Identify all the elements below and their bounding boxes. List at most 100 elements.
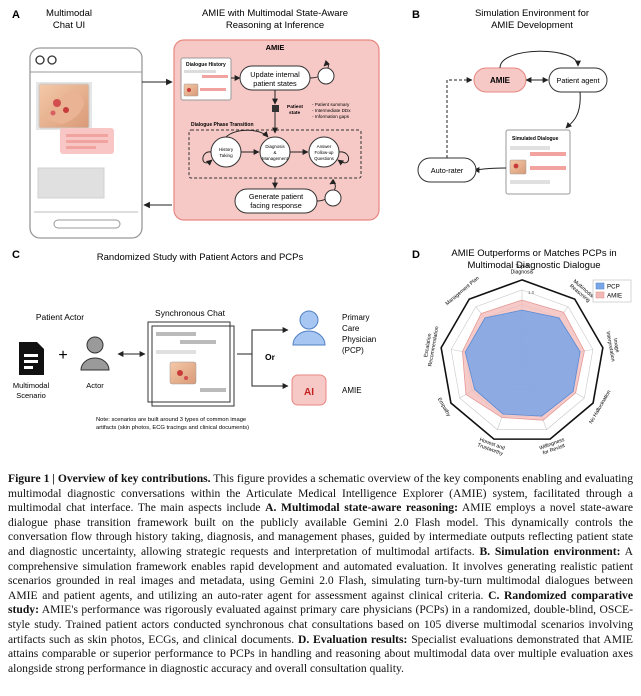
patient-agent-node: [548, 67, 608, 93]
patient-actor-label: Patient Actor: [36, 312, 84, 322]
patient-state-1: Patient: [287, 104, 303, 110]
phase-1-line-0: History: [219, 147, 234, 152]
radar-axis-label: MultimodalReasoning: [568, 279, 595, 304]
actor-person-icon: [80, 336, 110, 371]
auto-rater-label: Auto-rater: [431, 166, 464, 175]
panel-a: A Multimodal Chat UI AMIE with Multimoda…: [12, 8, 380, 239]
radar-axis-label-line: Empathy: [436, 397, 452, 418]
radar-outer-frame: [440, 279, 604, 440]
pcp-person-icon: [292, 310, 326, 346]
panel-c-title: Randomized Study with Patient Actors and…: [97, 252, 304, 263]
caption-c-heading: C. Randomized comparative study:: [8, 588, 633, 617]
ai-badge: [291, 374, 327, 406]
patient-state-square: [272, 105, 279, 112]
radar-axis-label-line: Diagnosis: [511, 270, 534, 276]
caption-label: Figure 1 |: [8, 472, 58, 485]
amie-box-label: AMIE: [266, 43, 285, 52]
panel-c-letter: C: [12, 249, 20, 261]
radar-axis-label-line: Top-3: [516, 264, 529, 270]
caption-a-heading: A. Multimodal state-aware reasoning:: [265, 501, 458, 515]
panel-d: D AMIE Outperforms or Matches PCPs in Mu…: [412, 248, 632, 457]
generate-1: Generate patient: [249, 192, 303, 201]
phase-transition-label: Dialogue Phase Transition: [191, 122, 254, 128]
figure-1: A Multimodal Chat UI AMIE with Multimoda…: [12, 8, 632, 457]
caption-intro: This figure provides a schematic overvie…: [8, 472, 633, 515]
caption-heading: Overview of key contributions.: [57, 472, 211, 485]
chat-ui-title-2: Chat UI: [53, 20, 85, 31]
radar-axis-label: Management Plan: [445, 275, 481, 307]
radar-axis-label: Honest andTrustworthy: [476, 437, 506, 457]
panel-b-title-2: AMIE Development: [491, 20, 573, 31]
caption-b-heading: B. Simulation environment:: [479, 544, 621, 558]
multimodal-scenario-1: Multimodal: [13, 381, 50, 390]
plus-sign: +: [58, 347, 67, 364]
figure-caption: Figure 1 | Overview of key contributions…: [8, 472, 633, 676]
caption-d-heading: D. Evaluation results:: [297, 632, 408, 646]
or-label: Or: [265, 352, 276, 362]
amie-label: AMIE: [342, 386, 362, 395]
panel-b-title-1: Simulation Environment for: [475, 8, 589, 19]
chat-ui-phone: [29, 47, 143, 239]
phase-3-line-2: Questions: [314, 156, 335, 161]
multimodal-scenario-2: Scenario: [16, 391, 46, 400]
chat-ui-title-1: Multimodal: [46, 8, 92, 19]
state-item-0: - Patient summary: [312, 102, 350, 107]
note-line-2: artifacts (skin photos, ECG tracings and…: [96, 425, 249, 431]
simulated-dialogue-label: Simulated Dialogue: [512, 136, 559, 142]
panel-d-letter: D: [412, 249, 420, 261]
radar-axis-label-line: Image: [612, 338, 620, 353]
panel-d-title-1: AMIE Outperforms or Matches PCPs in: [451, 248, 616, 259]
radar-legend-swatch: [595, 282, 605, 290]
patient-agent-label: Patient agent: [556, 76, 599, 85]
radar-axis-label-line: Escalation: [423, 333, 433, 358]
caption-d-body: Specialist evaluations demonstrated that…: [8, 632, 634, 675]
phase-3-line-0: Answer: [317, 144, 332, 149]
caption-a-body: AMIE employs a novel state-aware dialogu…: [8, 501, 633, 558]
phase-1-line-1: Taking: [219, 153, 233, 158]
state-item-1: - Intermediate DDx: [312, 108, 351, 113]
synchronous-chat-window: [147, 321, 235, 407]
state-item-2: - Information gaps: [312, 114, 350, 119]
update-states-2: patient states: [253, 79, 297, 88]
phase-2-line-0: Diagnosis: [265, 144, 285, 149]
radar-legend-label: PCP: [607, 284, 620, 291]
radar-axis-label-line: No Hallucination: [588, 389, 612, 425]
radar-tick-label: 1.0: [528, 290, 535, 295]
pcp-line-3: (PCP): [342, 346, 364, 355]
pcp-line-1: Care: [342, 324, 360, 333]
amie-title-1: AMIE with Multimodal State-Aware: [202, 8, 348, 19]
phase-2-line-2: Management: [262, 156, 288, 161]
patient-state-2: state: [289, 110, 301, 116]
radar-legend-label: AMIE: [607, 293, 622, 300]
radar-axis-label: EscalationRecommendation: [422, 325, 441, 367]
radar-axis-label: ImageInterpretation: [605, 330, 622, 362]
pcp-line-2: Physician: [342, 335, 376, 344]
actor-label: Actor: [86, 381, 104, 390]
ai-badge-label: AI: [304, 387, 314, 398]
radar-axis-label: No Hallucination: [588, 389, 612, 425]
radar-series-pcp: [464, 309, 581, 417]
panel-b-letter: B: [412, 9, 420, 21]
panel-a-letter: A: [12, 9, 20, 21]
radar-axis-label: Empathy: [436, 397, 452, 418]
note-line-1: Note: scenarios are built around 3 types…: [96, 417, 246, 423]
radar-legend-swatch: [595, 291, 605, 299]
caption-b-body: A comprehensive simulation framework ena…: [8, 544, 633, 602]
panel-b: B Simulation Environment for AMIE Develo…: [412, 8, 608, 195]
radar-axis-label-line: Management Plan: [445, 275, 481, 307]
pcp-line-0: Primary: [342, 313, 370, 322]
phase-2-line-1: &: [274, 150, 277, 155]
document-icon: [19, 342, 44, 375]
update-states-1: Update internal: [250, 70, 300, 79]
panel-d-title-2: Multimodal Diagnostic Dialogue: [467, 260, 600, 271]
radar-axis-label-line: Interpretation: [605, 331, 616, 362]
amie-title-2: Reasoning at Inference: [226, 20, 324, 31]
dialogue-history-label: Dialogue History: [186, 62, 226, 68]
generate-2: facing response: [250, 201, 302, 210]
panel-c: C Randomized Study with Patient Actors a…: [12, 249, 376, 431]
phase-3-line-1: Follow-up: [314, 150, 334, 155]
radar-grid-ring: [450, 289, 594, 430]
synchronous-chat-label: Synchronous Chat: [155, 308, 226, 318]
